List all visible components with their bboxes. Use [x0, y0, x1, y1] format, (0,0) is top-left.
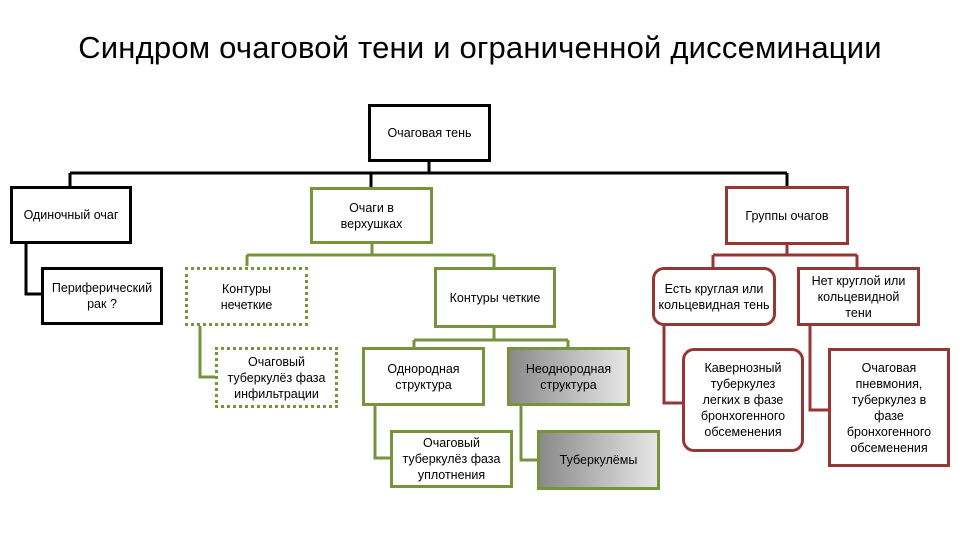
node-single-focus-label: Одиночный очаг	[23, 208, 119, 222]
node-heterogeneous: Неоднородная структура	[507, 347, 630, 406]
node-clear-contours: Контуры четкие	[434, 267, 556, 328]
node-tuberculomas: Туберкулёмы	[537, 430, 660, 490]
node-compaction-tb-label: Очаговый туберкулёз фаза уплотнения	[402, 436, 501, 482]
node-peripheral-cancer-label: Периферический рак ?	[51, 281, 153, 311]
node-cavernous-tb: Кавернозный туберкулез легких в фазе бро…	[682, 348, 804, 452]
node-heterogeneous-label: Неоднородная структура	[525, 361, 612, 392]
node-apex-foci-label: Очаги в верхушках	[340, 200, 403, 231]
node-infiltration-tb: Очаговый туберкулёз фаза инфильтрации	[215, 347, 338, 408]
groups-connectors	[662, 244, 859, 412]
node-peripheral-cancer: Периферический рак ?	[41, 267, 163, 325]
apex-connectors	[198, 243, 570, 462]
node-clear-contours-label: Контуры четкие	[449, 290, 541, 305]
node-focus-groups: Группы очагов	[725, 186, 849, 245]
node-unclear-contours-label: Контуры нечеткие	[220, 281, 273, 312]
node-round-shadow-label: Есть круглая или кольцевидная тень	[658, 281, 770, 312]
node-focal-pneumonia-label: Очаговая пневмония, туберкулез в фазе бр…	[846, 360, 932, 455]
node-focus-groups-label: Группы очагов	[745, 208, 829, 223]
node-homogeneous-label: Однородная структура	[387, 361, 460, 392]
node-compaction-tb: Очаговый туберкулёз фаза уплотнения	[390, 430, 513, 488]
node-no-round-shadow: Нет круглой или кольцевидной тени	[797, 267, 920, 326]
slide-title: Синдром очаговой тени и ограниченной дис…	[78, 30, 882, 65]
node-focal-pneumonia: Очаговая пневмония, туберкулез в фазе бр…	[828, 348, 950, 467]
node-apex-foci: Очаги в верхушках	[310, 187, 433, 244]
node-homogeneous: Однородная структура	[362, 347, 485, 406]
root-connectors	[24, 161, 789, 296]
node-infiltration-tb-label: Очаговый туберкулёз фаза инфильтрации	[227, 354, 326, 401]
node-round-shadow: Есть круглая или кольцевидная тень	[652, 267, 776, 326]
node-no-round-shadow-label: Нет круглой или кольцевидной тени	[811, 273, 906, 320]
node-tuberculomas-label: Туберкулёмы	[559, 453, 638, 467]
node-unclear-contours: Контуры нечеткие	[185, 267, 308, 326]
node-single-focus: Одиночный очаг	[10, 186, 132, 244]
node-cavernous-tb-label: Кавернозный туберкулез легких в фазе бро…	[700, 361, 786, 439]
node-root-label: Очаговая тень	[387, 126, 472, 140]
node-root: Очаговая тень	[368, 104, 491, 162]
